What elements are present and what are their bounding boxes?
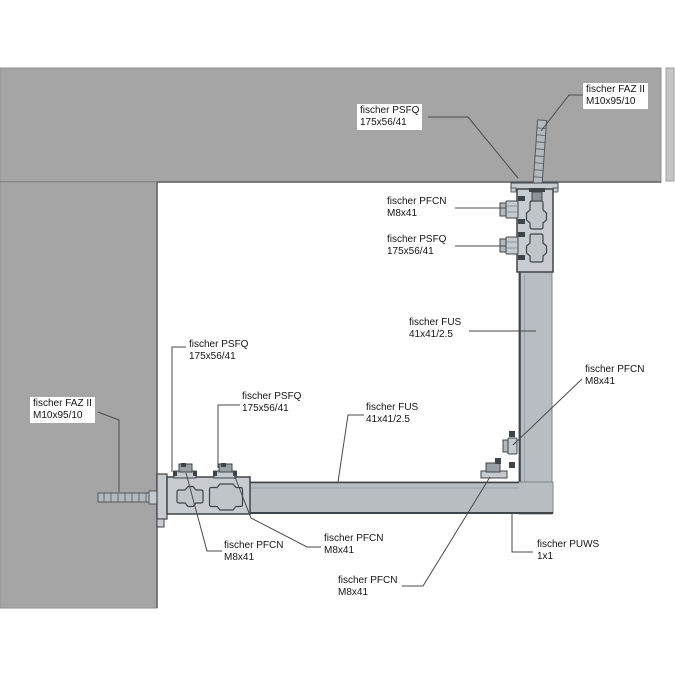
top-plate-tab-left [510, 187, 517, 193]
channel-lip-nub [173, 471, 177, 476]
leader-line-psfq-m1 [171, 346, 186, 472]
bottom-bracket-bolt-2 [213, 463, 237, 479]
bottom-bracket-slot-2 [208, 483, 244, 511]
leader-line-faz-left [97, 411, 120, 492]
bracket-end-plate [156, 473, 168, 520]
label-line: M8x41 [224, 552, 255, 563]
leader-line-faz-top [540, 94, 583, 132]
label-fischer-pfcn-right-2: fischer PFCN M8x41 [585, 364, 644, 388]
concrete-ceiling [0, 67, 662, 183]
anchor-rod-threads [533, 127, 547, 178]
label-fischer-pfcn-right-1: fischer PFCN M8x41 [387, 196, 446, 220]
label-line: fischer FUS [409, 317, 462, 328]
label-line: fischer PFCN [324, 533, 384, 544]
label-fischer-pfcn-bottom-1: fischer PFCN M8x41 [224, 540, 283, 564]
channel-lip-nub [509, 431, 515, 437]
channel-lip-nub [518, 196, 525, 201]
label-line: M8x41 [324, 545, 355, 556]
label-line: fischer FAZ II [586, 84, 645, 95]
label-fischer-pfcn-bottom-3: fischer PFCN M8x41 [338, 575, 397, 599]
bolt-head [507, 437, 518, 455]
label-line: fischer PSFQ [387, 234, 447, 245]
label-line: M8x41 [338, 587, 369, 598]
bolt-head-detail [181, 463, 186, 467]
label-line: M8x41 [585, 376, 616, 387]
leader-line-psfq-top [428, 116, 519, 179]
label-line: fischer PFCN [224, 540, 284, 551]
concrete-wall [0, 181, 158, 609]
anchor-washer [148, 490, 158, 505]
channel-lip-nub [193, 471, 197, 476]
bolt-head [505, 236, 519, 255]
label-fischer-psfq-mid-2: fischer PSFQ 175x56/41 [242, 391, 301, 415]
channel-lip-nub [518, 232, 525, 237]
right-edge-strip [665, 67, 675, 182]
bolt-head-detail [221, 463, 226, 467]
label-line: 41x41/2.5 [366, 414, 410, 425]
label-fischer-pfcn-bottom-2: fischer PFCN M8x41 [324, 533, 383, 557]
leader-line-pfcn-b2 [232, 471, 321, 548]
leader-lines [97, 94, 583, 587]
channel-lip-nub [518, 255, 525, 260]
top-bracket-slot-2 [525, 233, 548, 263]
label-fischer-faz-top: fischer FAZ II M10x95/10 [583, 83, 648, 109]
label-line: fischer PFCN [338, 575, 398, 586]
leader-line-fus-m [337, 414, 364, 483]
label-fischer-fus-mid: fischer FUS 41x41/2.5 [366, 402, 418, 426]
wall-bracket-assembly [97, 463, 251, 528]
label-line: fischer PFCN [585, 364, 645, 375]
ceiling-slab [0, 67, 662, 183]
wall-slab [0, 181, 158, 609]
label-line: fischer FAZ II [33, 398, 92, 409]
leader-line-psfq-m2 [217, 404, 240, 468]
channel-lip-nub [518, 219, 525, 224]
label-line: fischer PSFQ [189, 339, 249, 350]
label-line: M10x95/10 [586, 96, 636, 107]
label-fischer-psfq-right: fischer PSFQ 175x56/41 [387, 234, 446, 258]
right-channel-bolt-pfcn [502, 431, 518, 468]
label-line: fischer PFCN [387, 196, 447, 207]
bolt-head [505, 200, 519, 219]
end-plate-tab [156, 518, 165, 528]
label-fischer-puws: fischer PUWS 1x1 [537, 539, 599, 563]
label-fischer-psfq-top: fischer PSFQ 175x56/41 [357, 104, 423, 130]
corner-connector [480, 458, 508, 479]
bottom-bracket-bolt-1 [173, 463, 197, 479]
label-fischer-psfq-mid-1: fischer PSFQ 175x56/41 [189, 339, 248, 363]
label-line: fischer PSFQ [242, 391, 302, 402]
label-fischer-faz-left: fischer FAZ II M10x95/10 [30, 397, 95, 423]
top-bracket-slot-1 [525, 200, 548, 230]
label-line: fischer FUS [366, 402, 419, 413]
leader-line-pfcn-b1 [185, 472, 222, 552]
leader-line-pfcn-b3 [402, 476, 491, 587]
anchor-nut-plate [529, 188, 545, 192]
label-line: M8x41 [387, 208, 418, 219]
label-fischer-fus-right: fischer FUS 41x41/2.5 [409, 317, 461, 341]
channel-lip-nub [213, 471, 217, 476]
label-line: 175x56/41 [242, 403, 289, 414]
connector-bolt-head [485, 462, 501, 473]
anchor-nut [531, 191, 543, 202]
channel-lip-nub [509, 462, 515, 468]
connector-nub [495, 458, 501, 464]
label-line: M10x95/10 [33, 410, 83, 421]
anchor-rod-left [97, 492, 151, 503]
leader-line-puws [511, 512, 533, 553]
label-line: 1x1 [537, 551, 554, 562]
label-line: 175x56/41 [360, 117, 407, 128]
label-line: 175x56/41 [189, 351, 236, 362]
anchor-rod-left-threads [103, 493, 147, 502]
label-line: fischer PUWS [537, 539, 600, 550]
top-bracket-psfq [499, 182, 559, 273]
leader-line-pfcn-r2 [512, 378, 583, 446]
label-line: fischer PSFQ [360, 105, 420, 116]
top-bracket-bolt-1 [499, 196, 525, 224]
label-line: 41x41/2.5 [409, 329, 453, 340]
channel-lip-nub [233, 471, 237, 476]
label-line: 175x56/41 [387, 246, 434, 257]
